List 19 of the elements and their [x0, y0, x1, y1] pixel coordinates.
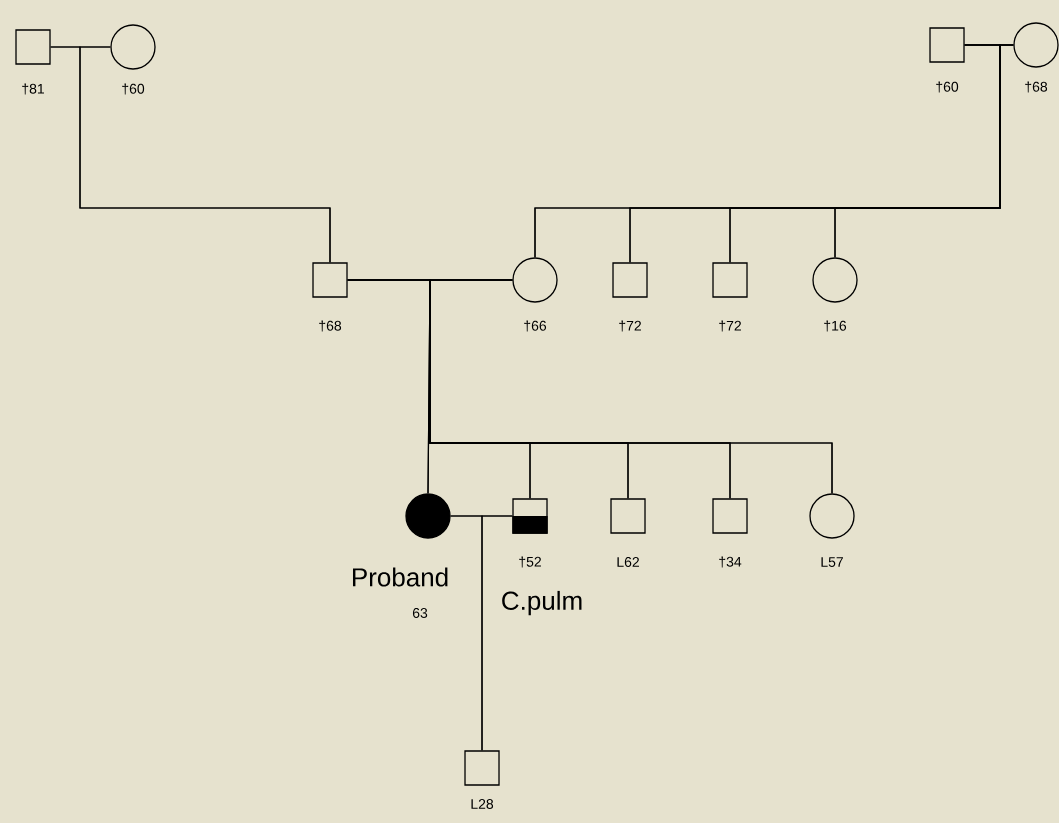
- age-label: †72: [719, 320, 741, 332]
- age-label: 63: [412, 608, 428, 618]
- age-label: L28: [471, 799, 494, 809]
- age-label: †68: [1025, 81, 1048, 93]
- age-label: †72: [619, 320, 641, 332]
- age-label: †52: [519, 556, 541, 568]
- age-label: †68: [319, 320, 342, 332]
- pedigree-line: [429, 279, 833, 494]
- proband-label: Proband: [353, 567, 448, 587]
- diagnosis-label: C.pulm: [502, 590, 582, 616]
- age-label: †16: [824, 320, 847, 332]
- age-label: L62: [617, 557, 639, 567]
- age-label: †60: [936, 81, 959, 93]
- age-label: †81: [22, 83, 44, 95]
- age-label: †66: [524, 320, 547, 332]
- age-label: L57: [821, 557, 843, 567]
- age-label: †34: [719, 556, 742, 568]
- pedigree-line: [481, 515, 513, 751]
- age-label: †60: [122, 83, 145, 95]
